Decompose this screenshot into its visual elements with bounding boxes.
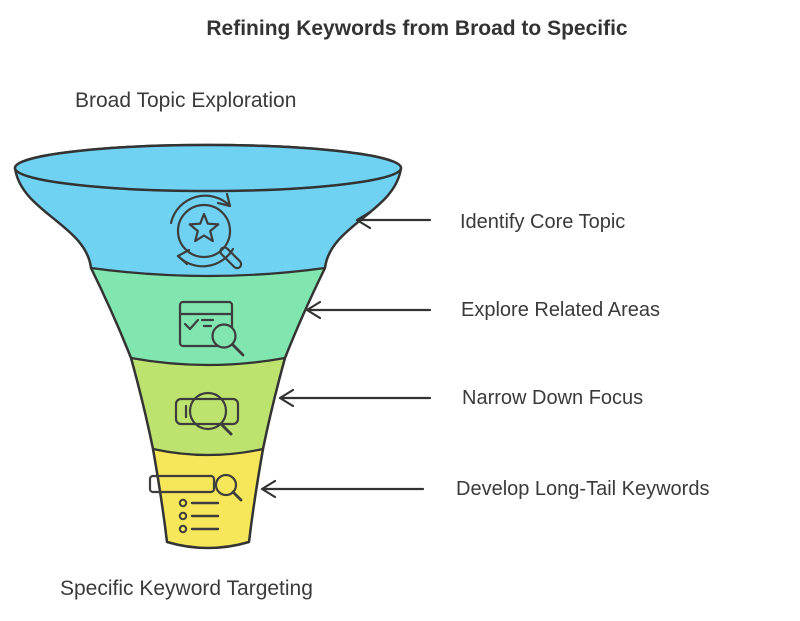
stage-boundary-lines xyxy=(90,266,326,457)
funnel-outline xyxy=(13,143,403,550)
stage-label-identify-core-topic: Identify Core Topic xyxy=(460,211,626,233)
stage-label-explore-related-areas: Explore Related Areas xyxy=(461,299,661,321)
bottom-funnel-label: Specific Keyword Targeting xyxy=(60,577,313,600)
arrow-identify-core-topic xyxy=(355,210,432,230)
browser-checklist-search-icon xyxy=(178,300,245,357)
funnel-stage-develop-long-tail-keywords xyxy=(15,449,401,548)
top-funnel-label: Broad Topic Exploration xyxy=(75,89,297,112)
focus-search-icon xyxy=(174,391,240,436)
stage-label-narrow-down-focus: Narrow Down Focus xyxy=(462,387,644,409)
list-bullets-search-icon xyxy=(148,473,243,534)
search-star-refresh-icon xyxy=(169,192,243,270)
arrow-narrow-down-focus xyxy=(278,388,432,408)
stage-label-develop-long-tail-keywords: Develop Long-Tail Keywords xyxy=(456,478,710,500)
page-title: Refining Keywords from Broad to Specific xyxy=(206,17,628,40)
arrow-develop-long-tail-keywords xyxy=(260,479,425,499)
connector-arrows xyxy=(260,210,432,499)
arrow-explore-related-areas xyxy=(305,300,432,320)
funnel-rim-ellipse xyxy=(13,143,403,193)
